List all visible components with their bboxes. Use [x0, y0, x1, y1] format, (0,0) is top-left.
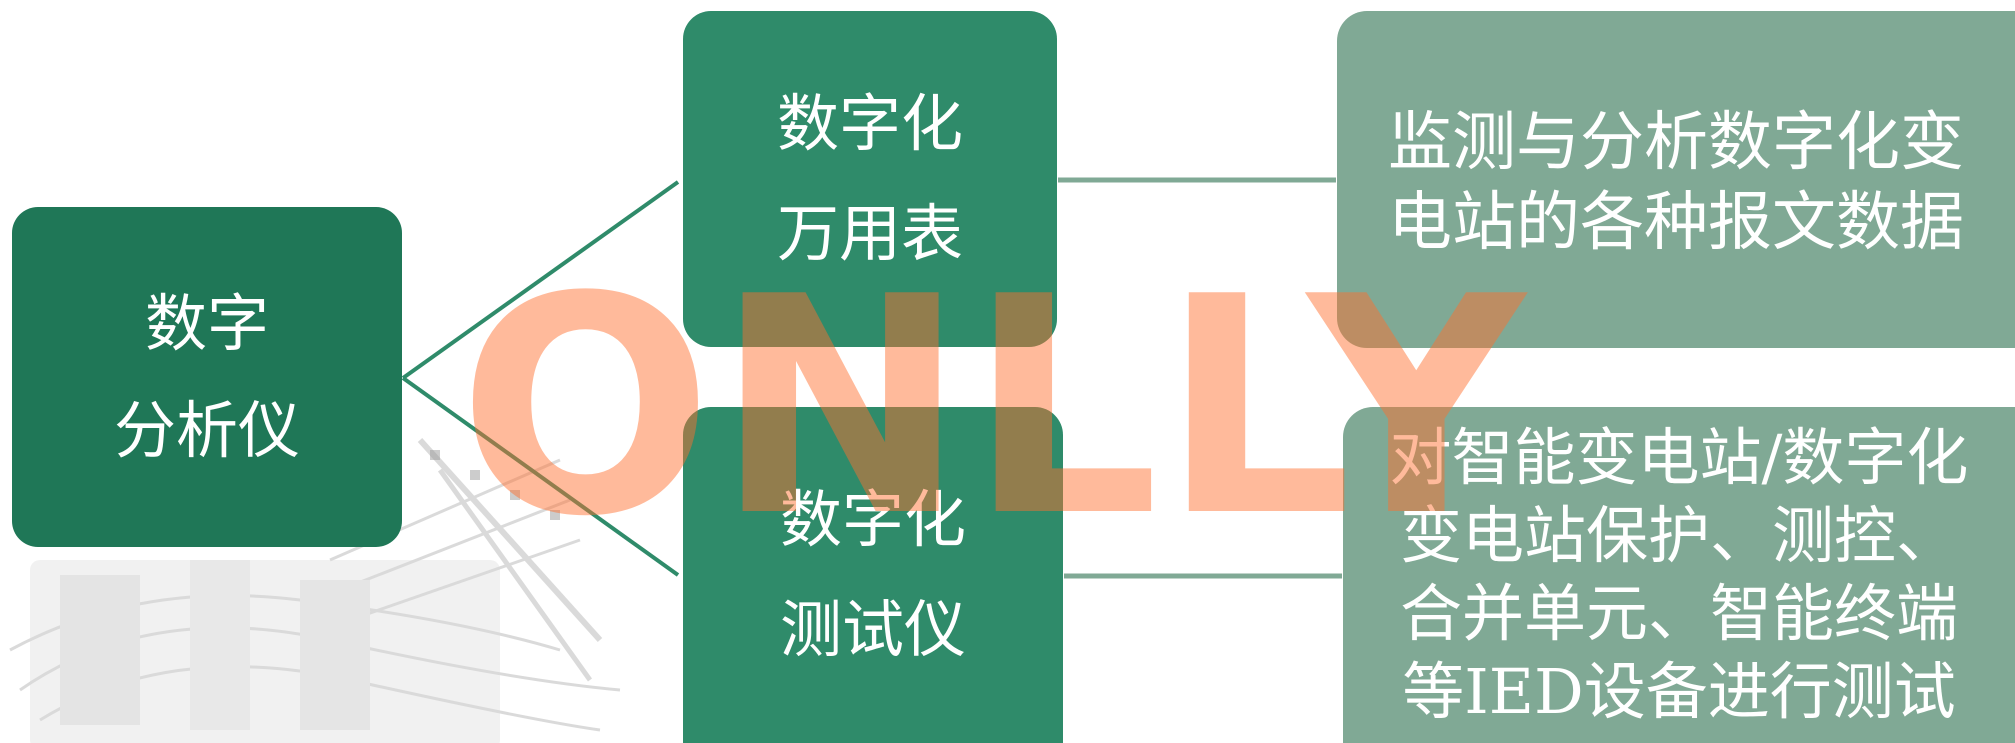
branch-node-line: 测试仪: [779, 593, 966, 666]
connector-root-to-branch-2: [401, 376, 680, 577]
branch-node-digital-multimeter: 数字化 万用表: [683, 11, 1057, 347]
root-node-digital-analyzer: 数字 分析仪: [12, 207, 402, 547]
description-line: 对智能变电站/数字化: [1389, 421, 1969, 494]
root-node-line: 数字: [144, 287, 269, 360]
branch-node-line: 数字化: [776, 87, 963, 160]
description-line: 监测与分析数字化变: [1388, 106, 1964, 180]
branch-node-line: 数字化: [779, 483, 966, 556]
description-line: 电站的各种报文数据: [1388, 186, 1964, 260]
description-line: 合并单元、智能终端: [1399, 577, 1958, 650]
connector-root-to-branch-1: [401, 180, 680, 380]
description-line: 等IED设备进行测试: [1402, 655, 1956, 728]
branch-node-line: 万用表: [776, 197, 963, 270]
branch-node-digital-tester: 数字化 测试仪: [683, 407, 1063, 743]
description-line: 变电站保护、测控、: [1399, 499, 1958, 572]
description-node-tester: 对智能变电站/数字化 变电站保护、测控、 合并单元、智能终端 等IED设备进行测…: [1343, 407, 2015, 743]
root-node-line: 分析仪: [113, 394, 300, 467]
description-node-multimeter: 监测与分析数字化变 电站的各种报文数据: [1337, 11, 2015, 348]
